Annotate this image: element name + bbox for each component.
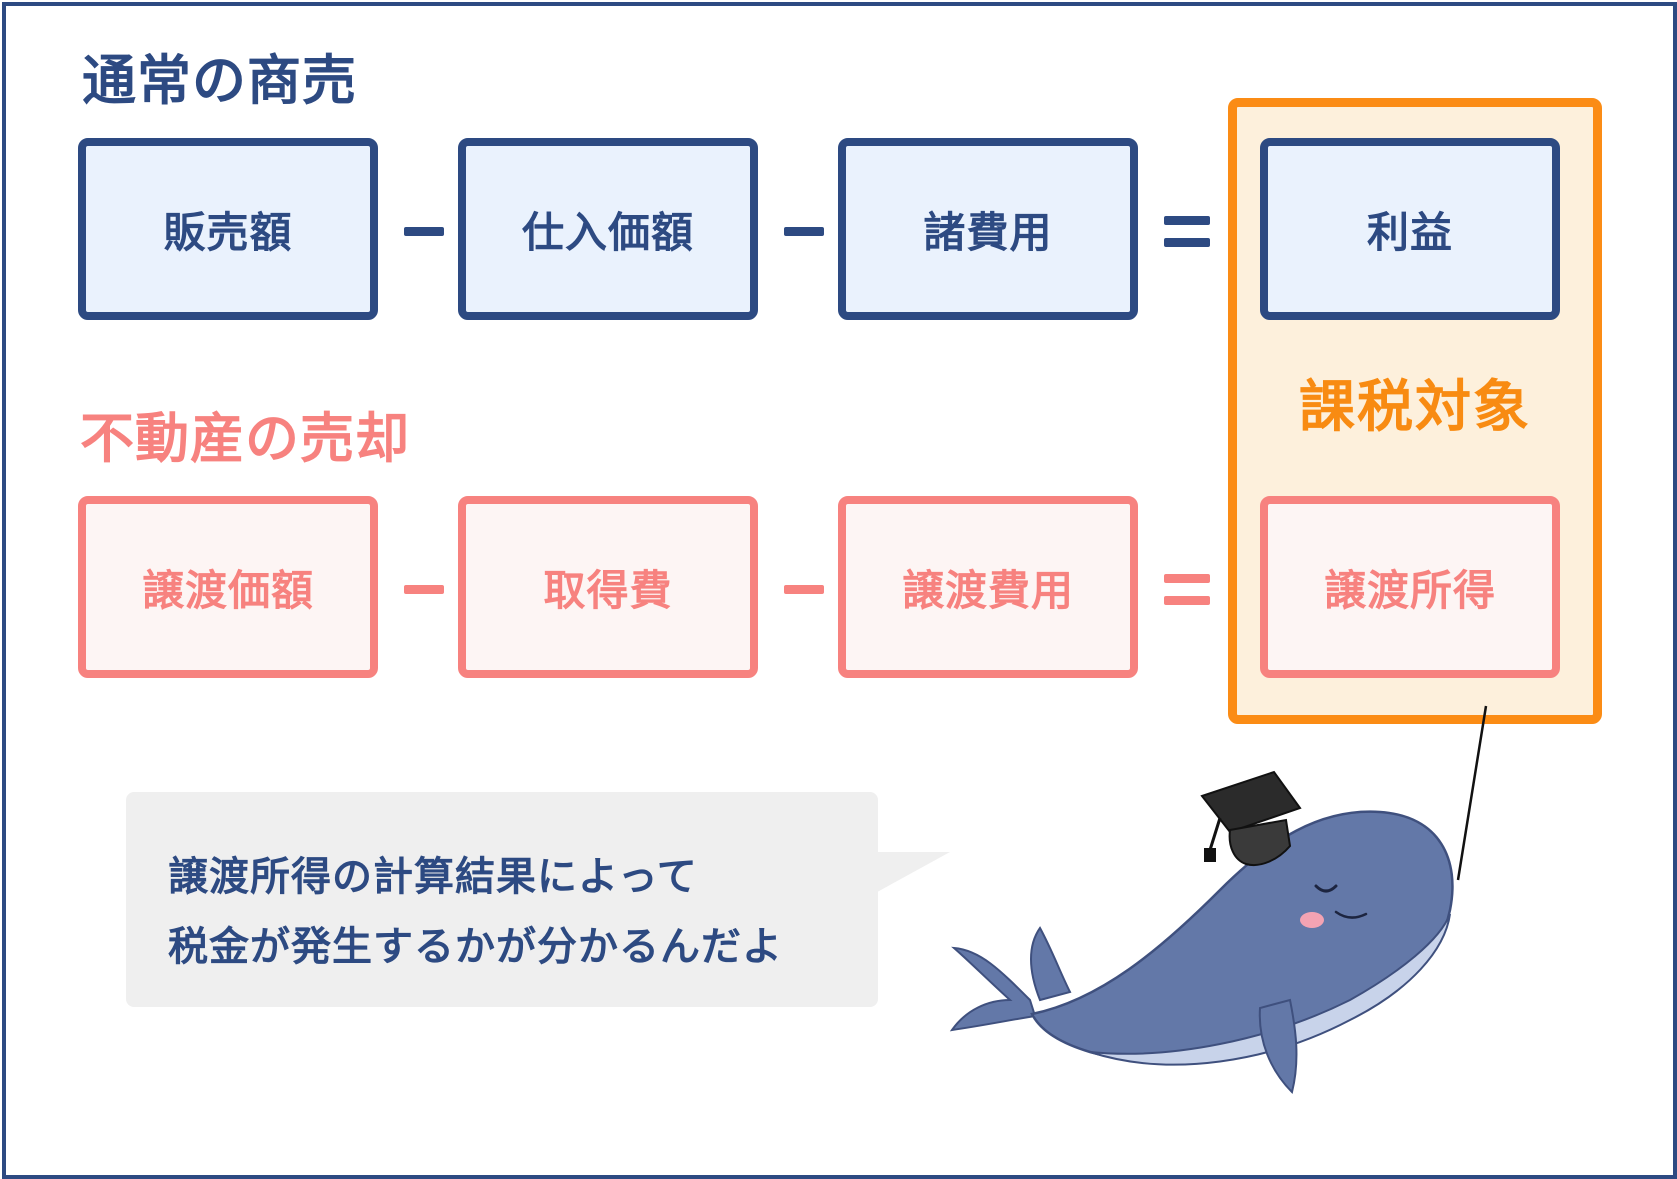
speech-text: 譲渡所得の計算結果によって 税金が発生するかが分かるんだよ — [168, 842, 783, 982]
whale-flipper — [1258, 998, 1298, 1094]
graduation-cap-icon — [1200, 770, 1302, 866]
whale-icon — [949, 705, 1488, 1094]
minus-operator — [404, 227, 444, 236]
acquisition-cost-box: 取得費 — [458, 496, 758, 678]
normal-business-title: 通常の商売 — [82, 49, 357, 112]
equals-operator-top — [1164, 216, 1210, 225]
profit-box: 利益 — [1260, 138, 1560, 320]
whale-tail — [949, 946, 1037, 1032]
pointer-stick — [1456, 705, 1488, 881]
transfer-price-box: 譲渡価額 — [78, 496, 378, 678]
speech-line-1: 譲渡所得の計算結果によって — [168, 854, 698, 900]
taxable-label: 課税対象 — [1299, 375, 1531, 440]
minus-operator — [404, 585, 444, 594]
whale-mouth — [1334, 910, 1368, 919]
whale-blush — [1300, 912, 1324, 928]
expenses-box: 諸費用 — [838, 138, 1138, 320]
whale-eye — [1314, 884, 1338, 893]
whale-fin-top — [1030, 926, 1072, 1002]
speech-line-2: 税金が発生するかが分かるんだよ — [168, 924, 783, 970]
transfer-expenses-box: 譲渡費用 — [838, 496, 1138, 678]
minus-operator — [784, 227, 824, 236]
equals-operator-top — [1164, 574, 1210, 583]
minus-operator — [784, 585, 824, 594]
real-estate-sale-title: 不動産の売却 — [80, 407, 410, 470]
equals-operator-bottom — [1164, 596, 1210, 605]
speech-bubble-tail — [870, 852, 950, 896]
purchase-price-box: 仕入価額 — [458, 138, 758, 320]
sales-amount-box: 販売額 — [78, 138, 378, 320]
transfer-income-box: 譲渡所得 — [1260, 496, 1560, 678]
speech-bubble — [126, 792, 878, 1007]
equals-operator-bottom — [1164, 238, 1210, 247]
